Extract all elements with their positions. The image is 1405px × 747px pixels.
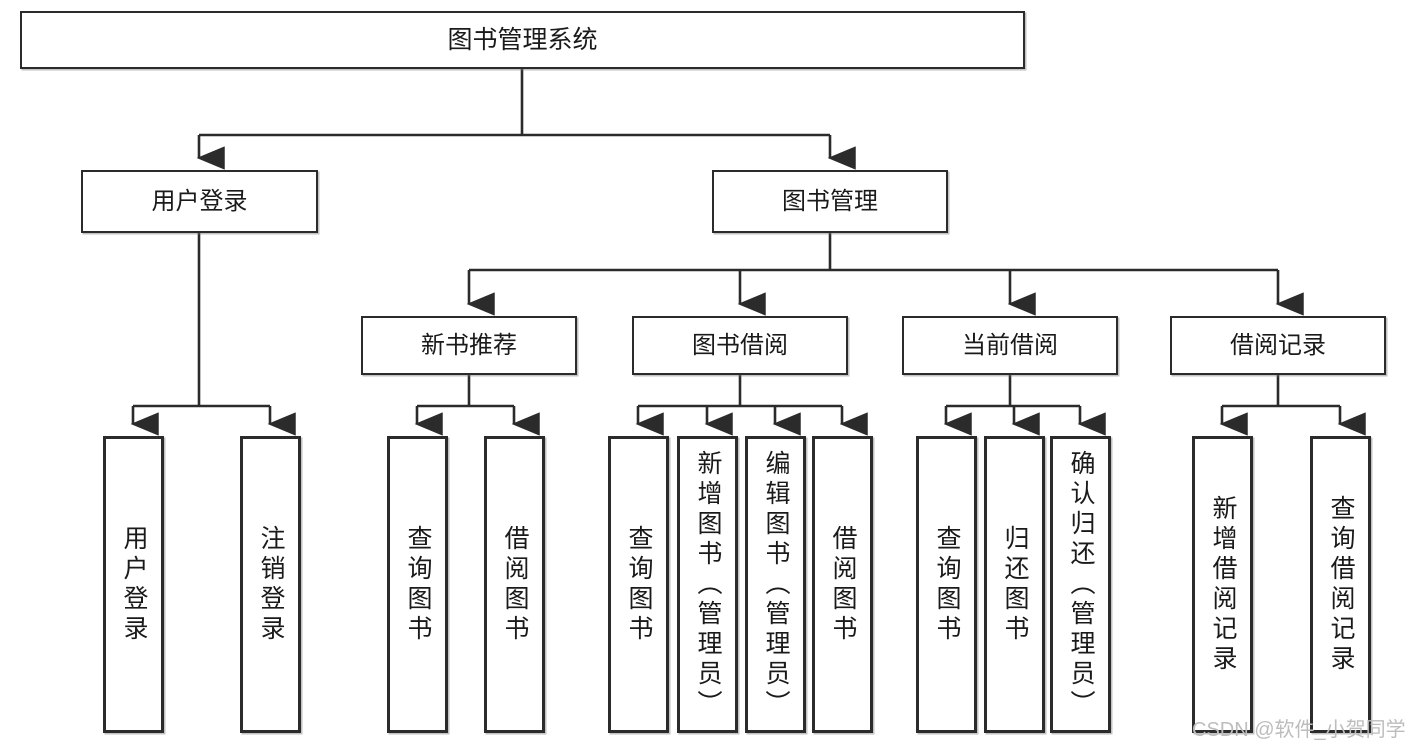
node-root-book-management-system[interactable]: 图书管理系统 bbox=[20, 11, 1025, 69]
node-new-book-recommend[interactable]: 新书推荐 bbox=[361, 316, 577, 375]
node-label: 归还图书 bbox=[1001, 524, 1029, 645]
node-label: 图书借阅 bbox=[692, 331, 788, 359]
leaf-add-borrow-record[interactable]: 新增借阅记录 bbox=[1192, 436, 1253, 733]
node-label: 确认归还（管理员） bbox=[1067, 449, 1095, 720]
node-label: 借阅图书 bbox=[501, 524, 529, 645]
leaf-add-book-admin[interactable]: 新增图书（管理员） bbox=[677, 436, 738, 733]
leaf-borrow-book-borrow[interactable]: 借阅图书 bbox=[812, 436, 873, 733]
node-label: 编辑图书（管理员） bbox=[762, 449, 790, 720]
leaf-borrow-book-recommend[interactable]: 借阅图书 bbox=[484, 436, 545, 733]
leaf-return-book[interactable]: 归还图书 bbox=[984, 436, 1045, 733]
leaf-query-book-current[interactable]: 查询图书 bbox=[916, 436, 977, 733]
node-borrow-record[interactable]: 借阅记录 bbox=[1170, 316, 1386, 375]
node-label: 新增图书（管理员） bbox=[694, 449, 722, 720]
node-book-management[interactable]: 图书管理 bbox=[712, 170, 948, 233]
node-label: 查询借阅记录 bbox=[1327, 494, 1355, 675]
node-label: 图书管理 bbox=[782, 187, 878, 215]
leaf-query-borrow-record[interactable]: 查询借阅记录 bbox=[1310, 436, 1371, 733]
node-label: 用户登录 bbox=[120, 524, 148, 645]
node-label: 当前借阅 bbox=[962, 331, 1058, 359]
node-label: 查询图书 bbox=[933, 524, 961, 645]
node-label: 借阅记录 bbox=[1230, 331, 1326, 359]
node-label: 新书推荐 bbox=[421, 331, 517, 359]
leaf-logout-login[interactable]: 注销登录 bbox=[240, 436, 301, 733]
leaf-query-book-recommend[interactable]: 查询图书 bbox=[387, 436, 448, 733]
node-label: 注销登录 bbox=[257, 524, 285, 645]
leaf-user-login[interactable]: 用户登录 bbox=[103, 436, 164, 733]
node-user-login[interactable]: 用户登录 bbox=[81, 170, 318, 233]
node-label: 查询图书 bbox=[625, 524, 653, 645]
node-label: 用户登录 bbox=[151, 187, 248, 215]
node-label: 借阅图书 bbox=[829, 524, 857, 645]
watermark: CSDN @软件_小贺同学 bbox=[1192, 719, 1405, 741]
leaf-edit-book-admin[interactable]: 编辑图书（管理员） bbox=[745, 436, 806, 733]
leaf-confirm-return-admin[interactable]: 确认归还（管理员） bbox=[1050, 436, 1111, 733]
node-label: 新增借阅记录 bbox=[1209, 494, 1237, 675]
leaf-query-book-borrow[interactable]: 查询图书 bbox=[608, 436, 669, 733]
node-current-borrow[interactable]: 当前借阅 bbox=[902, 316, 1118, 375]
node-label: 图书管理系统 bbox=[447, 25, 598, 54]
node-book-borrow[interactable]: 图书借阅 bbox=[632, 316, 848, 375]
node-label: 查询图书 bbox=[404, 524, 432, 645]
